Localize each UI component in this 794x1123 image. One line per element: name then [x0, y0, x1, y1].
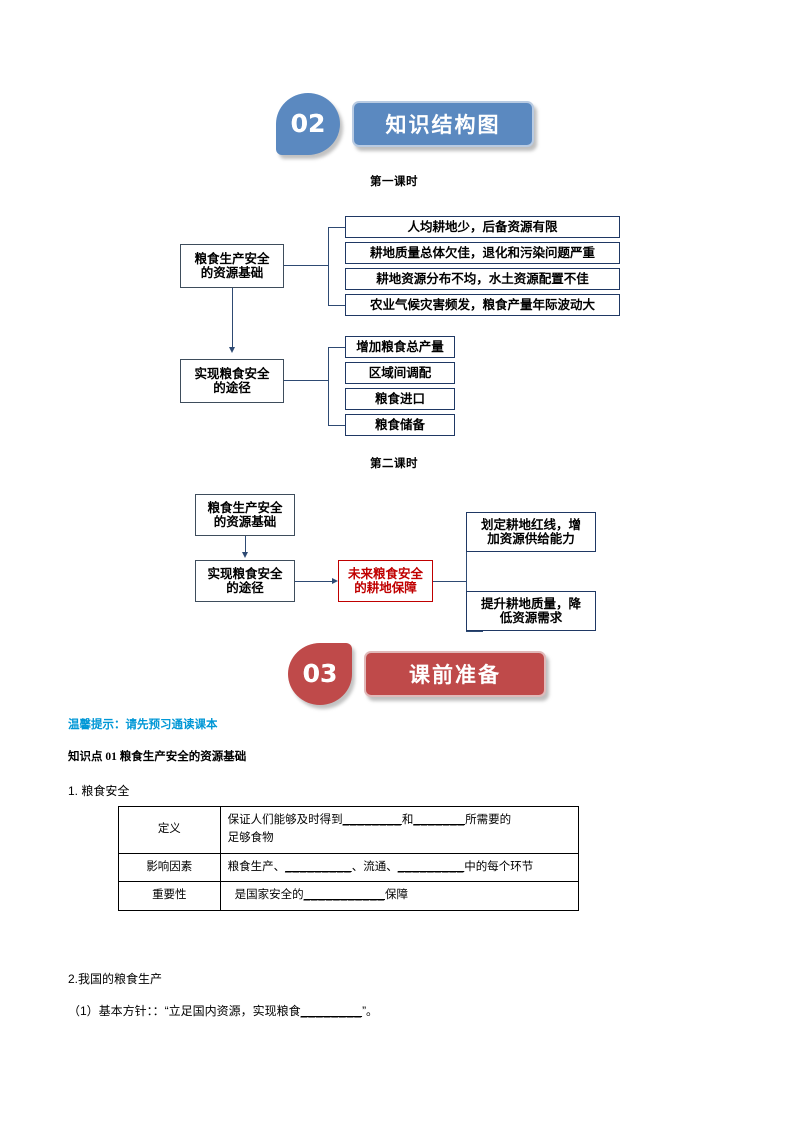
list-item-1: 1. 粮食安全	[68, 784, 130, 798]
diagram2-outcome-1-line1: 提升耕地质量，降	[480, 596, 581, 611]
factors-blank-2[interactable]: _________	[397, 860, 465, 873]
diagram2-outcome-1: 提升耕地质量，降 低资源需求	[466, 591, 596, 631]
table-cell-label-importance: 重要性	[118, 881, 221, 912]
connector-d2-outcome-stub	[433, 581, 466, 583]
knowledge-point-heading: 知识点 01 粮食生产安全的资源基础	[68, 751, 247, 763]
importance-blank-1[interactable]: ___________	[303, 889, 385, 902]
connector-d2-node2-to-node3	[295, 581, 333, 583]
connector-root1-stub	[284, 265, 328, 267]
table-row: 定义 保证人们能够及时得到________和_______所需要的足够食物	[118, 806, 580, 854]
lesson-label-1: 第一课时	[370, 176, 418, 188]
connector-branch1-3	[328, 305, 345, 307]
definition-text-line2: 足够食物	[227, 831, 274, 844]
diagram1-branch2-label-1: 区域间调配	[368, 365, 432, 380]
diagram1-branch2-item-1: 区域间调配	[345, 362, 455, 384]
connector-d2-node3-arrowhead	[332, 577, 338, 584]
definition-text-a: 保证人们能够及时得到	[227, 814, 343, 826]
section-number-02: 02	[290, 108, 326, 138]
diagram1-branch1-label-0: 人均耕地少，后备资源有限	[407, 219, 558, 234]
diagram2-outcome-0: 划定耕地红线，增 加资源供给能力	[466, 512, 596, 552]
table-row: 重要性 是国家安全的___________保障	[118, 881, 580, 912]
connector-branch2-0	[328, 347, 345, 349]
list-item-2-sub-1: （1）基本方针：：“立足国内资源，实现粮食________”。	[68, 1002, 378, 1019]
diagram1-branch1-item-1: 耕地质量总体欠佳，退化和污染问题严重	[345, 242, 620, 264]
section-banner-02: 02 知识结构图	[276, 93, 534, 155]
importance-text-b: 保障	[385, 889, 408, 902]
diagram2-node1-line1: 粮食生产安全	[207, 500, 283, 515]
connector-branch2-3	[328, 425, 345, 427]
diagram1-branch2-label-3: 粮食储备	[374, 417, 425, 432]
diagram2-node2-line1: 实现粮食安全	[207, 566, 283, 581]
factors-text-c: 中的每个环节	[464, 860, 534, 873]
diagram2-outcome-1-line2: 低资源需求	[499, 611, 563, 625]
importance-text-a: 是国家安全的	[234, 889, 304, 902]
basic-policy-blank[interactable]: ________	[300, 1004, 363, 1018]
section-title-02: 知识结构图	[385, 114, 501, 137]
diagram2-node-future-guarantee: 未来粮食安全 的耕地保障	[338, 560, 433, 602]
table-cell-value-definition: 保证人们能够及时得到________和_______所需要的足够食物	[219, 806, 580, 854]
diagram1-root2-line2: 的途径	[213, 381, 251, 395]
diagram1-branch1-item-2: 耕地资源分布不均，水土资源配置不佳	[345, 268, 620, 290]
diagram2-node3-line2: 的耕地保障	[354, 581, 417, 595]
section-number-03: 03	[302, 658, 338, 688]
basic-policy-text-a: （1）基本方针：：“立足国内资源，实现粮食	[68, 1004, 301, 1018]
diagram1-branch2-label-2: 粮食进口	[374, 391, 425, 406]
basic-policy-text-b: ”。	[362, 1004, 379, 1018]
definition-text-c: 所需要的	[465, 814, 512, 826]
diagram2-node2-line2: 的途径	[226, 581, 264, 595]
connector-d2-outcome-1	[466, 631, 483, 633]
diagram2-node1-line2: 的资源基础	[213, 515, 277, 529]
diagram1-root-pathways: 实现粮食安全 的途径	[180, 359, 284, 403]
diagram1-branch1-item-0: 人均耕地少，后备资源有限	[345, 216, 620, 238]
warm-tip: 温馨提示：请先预习通读课本	[68, 719, 218, 731]
factors-text-b: 、流通、	[351, 860, 398, 873]
connector-root1-to-root2	[232, 288, 234, 348]
diagram2-outcome-0-line1: 划定耕地红线，增	[480, 517, 581, 532]
table-cell-value-factors: 粮食生产、_________、流通、_________中的每个环节	[219, 852, 580, 883]
section-title-bar-03: 课前准备	[364, 651, 546, 697]
diagram2-node3-line1: 未来粮食安全	[347, 566, 423, 581]
definition-blank-2[interactable]: _______	[413, 814, 466, 826]
table-cell-label-definition: 定义	[118, 806, 221, 854]
diagram1-branch1-label-2: 耕地资源分布不均，水土资源配置不佳	[376, 271, 589, 286]
diagram1-branch1-item-3: 农业气候灾害频发，粮食产量年际波动大	[345, 294, 620, 316]
diagram1-root1-line2: 的资源基础	[200, 266, 264, 280]
diagram1-root1-line1: 粮食生产安全	[194, 251, 270, 266]
section-banner-03: 03 课前准备	[288, 643, 546, 705]
diagram2-node-resource-base: 粮食生产安全 的资源基础	[195, 494, 295, 536]
section-title-03: 课前准备	[409, 664, 501, 687]
factors-text-a: 粮食生产、	[227, 860, 286, 873]
connector-root2-arrowhead	[228, 347, 235, 353]
section-title-bar-02: 知识结构图	[352, 101, 534, 147]
diagram1-root2-line1: 实现粮食安全	[194, 366, 270, 381]
list-item-2: 2.我国的粮食生产	[68, 972, 163, 986]
diagram1-root-resource-base: 粮食生产安全 的资源基础	[180, 244, 284, 288]
section-badge-03: 03	[288, 643, 352, 705]
connector-branch2-spine	[328, 347, 330, 425]
definition-blank-1[interactable]: ________	[342, 814, 402, 826]
diagram1-branch2-item-0: 增加粮食总产量	[345, 336, 455, 358]
connector-branch1-spine	[328, 227, 330, 305]
connector-d2-node1-to-node2	[245, 536, 247, 553]
table-cell-label-factors: 影响因素	[118, 852, 221, 883]
food-security-table: 定义 保证人们能够及时得到________和_______所需要的足够食物 影响…	[118, 806, 580, 912]
diagram1-branch1-label-3: 农业气候灾害频发，粮食产量年际波动大	[369, 297, 595, 312]
diagram1-branch2-item-3: 粮食储备	[345, 414, 455, 436]
lesson-label-2: 第二课时	[370, 458, 418, 470]
diagram2-outcome-0-line2: 加资源供给能力	[487, 532, 575, 546]
connector-d2-outcome-spine	[466, 531, 468, 631]
table-row: 影响因素 粮食生产、_________、流通、_________中的每个环节	[118, 852, 580, 883]
factors-blank-1[interactable]: _________	[285, 860, 352, 873]
connector-branch1-0	[328, 227, 345, 229]
diagram1-branch2-item-2: 粮食进口	[345, 388, 455, 410]
connector-d2-node2-arrowhead	[241, 552, 248, 558]
section-badge-02: 02	[276, 93, 340, 155]
diagram1-branch2-label-0: 增加粮食总产量	[356, 339, 444, 354]
connector-root2-stub	[284, 380, 328, 382]
diagram2-node-pathways: 实现粮食安全 的途径	[195, 560, 295, 602]
table-cell-value-importance: 是国家安全的___________保障	[219, 881, 580, 912]
definition-text-b: 和	[401, 814, 414, 826]
diagram1-branch1-label-1: 耕地质量总体欠佳，退化和污染问题严重	[369, 245, 595, 260]
